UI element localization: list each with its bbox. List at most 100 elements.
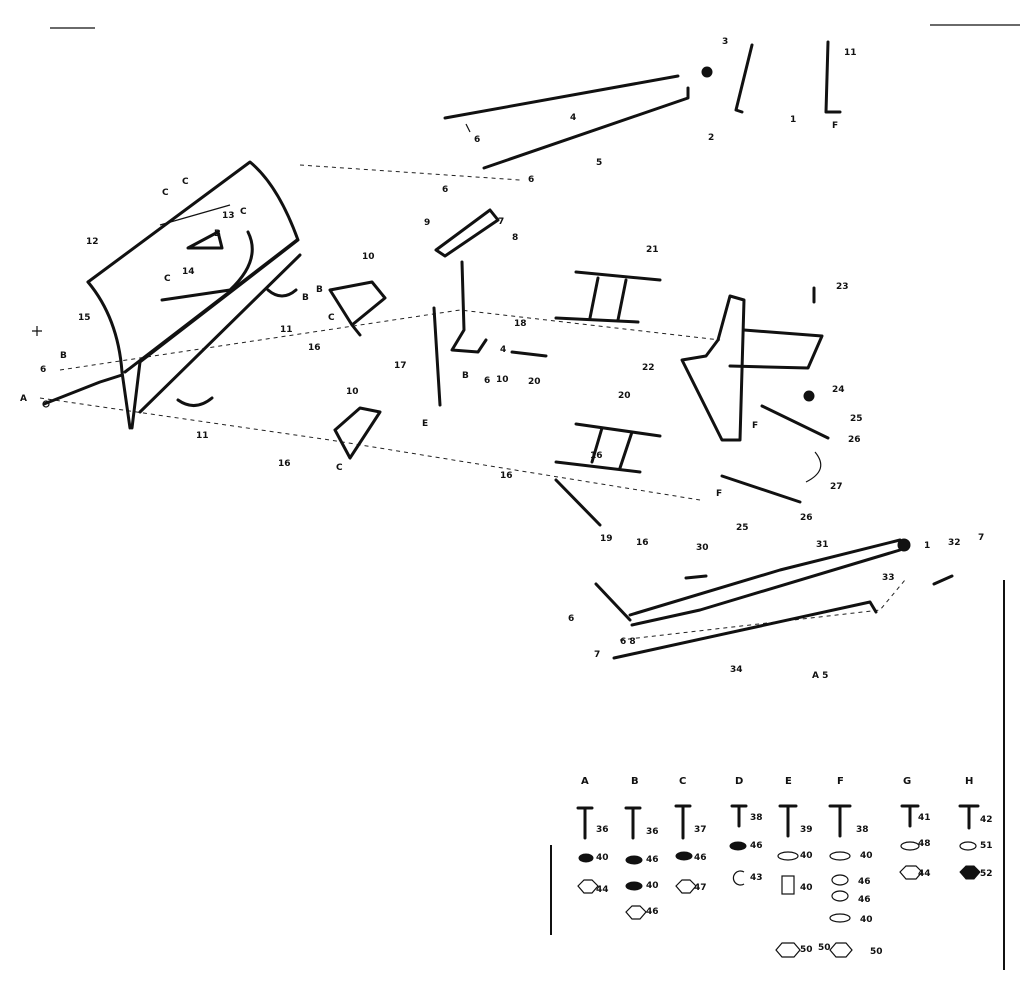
callout-c16: 12 (86, 237, 99, 247)
hardware-part-number: 42 (980, 815, 993, 825)
pin-20-mid (510, 350, 548, 358)
hardware-header-f: F (837, 776, 844, 787)
callout-c3: 4 (570, 113, 576, 123)
callout-c8: 5 (596, 158, 602, 168)
bracket-13 (186, 230, 224, 250)
callout-c30: 6 (40, 365, 46, 375)
hardware-col-f (828, 804, 853, 958)
callout-c17: 13 (222, 211, 235, 221)
hardware-part-number: 40 (596, 853, 609, 863)
hardware-part-number: 39 (800, 825, 813, 835)
callout-c11: 9 (424, 218, 430, 228)
hardware-part-number: 38 (856, 825, 869, 835)
hardware-part-number: 52 (980, 869, 993, 879)
frame-21 (554, 270, 662, 324)
callout-c59: 16 (636, 538, 649, 548)
hardware-header-a: A (581, 776, 589, 787)
callout-c20: C (164, 274, 171, 284)
link-26-upper (760, 404, 830, 440)
hardware-part-number: 46 (858, 877, 871, 887)
hardware-part-number: 50 (818, 943, 831, 953)
callout-c4: 2 (708, 133, 714, 143)
handle-31 (594, 582, 632, 622)
callout-c52: 20 (618, 391, 631, 401)
rod-34 (612, 600, 878, 660)
bracket-11-upper (266, 288, 298, 298)
hardware-part-number: 51 (980, 841, 993, 851)
hardware-header-h: H (965, 776, 973, 787)
hardware-part-number: 40 (800, 883, 813, 893)
assembly-line-b (59, 309, 721, 371)
callout-c67: 6 8 (620, 637, 636, 647)
hardware-part-number: 40 (800, 851, 813, 861)
callout-c70: A 5 (812, 671, 828, 681)
hardware-header-c: C (679, 776, 686, 787)
bracket-10-upper (328, 280, 387, 337)
hardware-part-number: 38 (750, 813, 763, 823)
hardware-part-number: 43 (750, 873, 763, 883)
callout-c66: 6 (568, 614, 574, 624)
callout-c64: 1 (924, 541, 930, 551)
callout-c48: 25 (850, 414, 863, 424)
callout-c46: 22 (642, 363, 655, 373)
callout-c18: C (240, 207, 247, 217)
upright-17 (432, 306, 442, 407)
callout-c14: C (162, 188, 169, 198)
callout-c47: 24 (832, 385, 845, 395)
hardware-part-number: 47 (694, 883, 707, 893)
rod-19 (554, 478, 602, 527)
bracket-9 (434, 208, 500, 258)
assembly-line-a (39, 397, 701, 501)
callout-c25: C (328, 313, 335, 323)
callout-c9: 6 (528, 175, 534, 185)
callout-c63: 32 (948, 538, 961, 548)
hardware-part-number: 44 (596, 885, 609, 895)
hardware-col-a (576, 806, 599, 894)
hardware-part-number: 46 (750, 841, 763, 851)
callout-c57: 25 (736, 523, 749, 533)
lever-1 (824, 40, 842, 114)
knob-3 (701, 66, 713, 78)
plate-22 (728, 328, 824, 370)
callout-c68: 7 (594, 650, 600, 660)
callout-c26: 11 (280, 325, 293, 335)
callout-c39: 6 (484, 376, 490, 386)
callout-c34: 16 (278, 459, 291, 469)
blade-12 (86, 160, 302, 430)
callout-c43: 20 (528, 377, 541, 387)
hardware-col-h (958, 804, 981, 880)
pin-hole-a (42, 400, 50, 408)
lift-arm-31b (630, 548, 902, 627)
hardware-part-number: 50 (800, 945, 813, 955)
callout-c21: 14 (182, 267, 195, 277)
hardware-col-d (729, 804, 748, 886)
callout-c49: 26 (848, 435, 861, 445)
pin-4-left (32, 326, 42, 336)
hardware-part-number: 46 (646, 855, 659, 865)
hardware-part-number: 40 (646, 881, 659, 891)
callout-c61: 31 (816, 540, 829, 550)
pin-6-top (465, 123, 471, 133)
callout-c45: 23 (836, 282, 849, 292)
hardware-part-number: 36 (646, 827, 659, 837)
hardware-labels: A364044B36464046C374647D384643E39404050F… (581, 776, 993, 957)
hardware-header-e: E (785, 776, 792, 787)
brace-14 (160, 230, 254, 302)
callout-c24: B (302, 293, 309, 303)
callout-c32: 11 (196, 431, 209, 441)
hardware-part-number: 46 (858, 895, 871, 905)
callout-c53: 16 (500, 471, 513, 481)
callout-c65: 33 (882, 573, 895, 583)
lift-arm-31 (628, 538, 902, 617)
callout-c51: 27 (830, 482, 843, 492)
callout-c23: B (316, 285, 323, 295)
hardware-part-number: 48 (918, 839, 931, 849)
hardware-col-g (899, 804, 923, 880)
hardware-part-number: 37 (694, 825, 707, 835)
callout-c6: F (832, 121, 838, 131)
hardware-part-number: 40 (860, 851, 873, 861)
callout-c56: F (716, 489, 722, 499)
callout-c42: 4 (500, 345, 506, 355)
callout-c36: 17 (394, 361, 407, 371)
callout-c15: C (182, 177, 189, 187)
